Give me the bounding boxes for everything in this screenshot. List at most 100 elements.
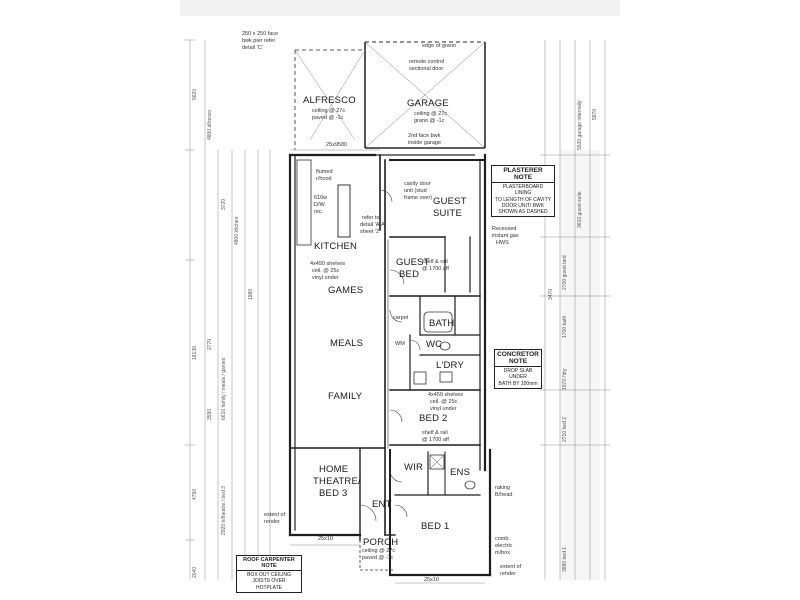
room-garage: GARAGE — [407, 98, 449, 109]
room-ent: ENT — [372, 499, 392, 510]
roof-carpenter-note: ROOF CARPENTER NOTE BOX OUT CEILING JOIS… — [236, 555, 302, 593]
dim-25x10-bottom: 25x10 — [424, 577, 439, 583]
cavity-note-3: frame over) — [404, 195, 433, 201]
room-ens: ENS — [450, 467, 471, 478]
garage-remote-door: remote control — [409, 59, 445, 65]
dim-right-3470: 3470 — [548, 288, 554, 300]
kitchen-dw: D/W — [314, 202, 325, 208]
plasterer-note-title: PLASTERER NOTE — [492, 166, 554, 183]
porch-outline — [359, 540, 395, 571]
dim-left-3590: 3590 — [207, 408, 213, 420]
plasterer-note-line-4: SHOWN AS DASHED — [498, 209, 548, 215]
room-guest-bed-line1: GUEST — [396, 257, 430, 268]
roof-carpenter-note-line-1: BOX OUT CEILING — [247, 572, 291, 578]
bottom-dimension-lines — [290, 149, 485, 584]
dim-right-3880: 3880 bed 1 — [562, 546, 568, 572]
room-guest-suite-line2: SUITE — [433, 208, 462, 219]
dim-left-2770: 2770 — [207, 338, 213, 350]
room-bed2: BED 2 — [419, 413, 448, 424]
room-home-theatre-line2: THEATRE/ — [313, 476, 361, 487]
cavity-note-2: unit (stud — [404, 188, 427, 194]
garage-grano: grano @ -1c — [414, 118, 445, 124]
roof-carpenter-note-line-2: JOISTS OVER HOTPLATE — [252, 578, 286, 591]
recessed-hws-2: instant gas — [492, 233, 519, 239]
dim-25x9580: 25x9580 — [326, 142, 348, 148]
bed2-shelf-rail-2: @ 1700 aff — [422, 437, 449, 443]
scan-band-top — [180, 0, 620, 16]
bed2-shelves-2: ceil. @ 25c — [430, 399, 458, 405]
kitchen-610w: 610w — [314, 195, 328, 201]
raking-note: raking — [495, 485, 510, 491]
room-porch: PORCH — [363, 537, 399, 548]
ens-shower — [429, 454, 445, 470]
room-ldry: L'DRY — [436, 360, 464, 371]
refer-note-1: refer to — [362, 215, 380, 221]
concretor-note-body: DROP SLAB UNDER BATH BY 100mm — [495, 367, 541, 388]
concretor-note-title-1: CONCRETOR — [497, 351, 539, 358]
meter-box-comb: comb. — [495, 536, 510, 542]
scan-band-right — [560, 150, 600, 580]
extent-render-right-2: render — [500, 571, 516, 577]
dim-left-4800-kitchen: 4800 kitchen — [234, 216, 240, 245]
concretor-note: CONCRETOR NOTE DROP SLAB UNDER BATH BY 1… — [494, 349, 542, 389]
kitchen-flumed: flumed — [316, 169, 333, 175]
garage-alfresco-outline — [294, 41, 486, 156]
dim-left-6610-family: 6610 family / meals / games — [221, 357, 227, 420]
concretor-note-title: CONCRETOR NOTE — [495, 350, 541, 367]
pier-note-2: bwk pier refer — [242, 38, 276, 44]
dim-left-5620: 5620 — [192, 88, 198, 100]
kitchen-shelves-2: ceil. @ 25c — [312, 268, 340, 274]
dim-right-3610: 3610 guest suite — [577, 191, 583, 228]
plasterer-note-line-1: PLASTERBOARD LINING — [502, 184, 544, 197]
edge-of-grano: edge of grano — [422, 43, 456, 49]
kitchen-island — [337, 184, 351, 238]
meter-box-electric: electric — [495, 543, 513, 549]
room-family: FAMILY — [328, 391, 363, 402]
guest-shelf-rail-2: @ 1700 aff — [422, 266, 449, 272]
kitchen-shelves-3: vinyl under — [312, 275, 339, 281]
garage-sectional-door: sectional door — [409, 66, 444, 72]
room-home-theatre-line1: HOME — [319, 464, 349, 475]
carpet-note: carpet — [393, 315, 409, 321]
dim-left-1980: 1980 — [248, 288, 254, 300]
porch-paved: paved @ -1c — [362, 555, 394, 561]
garage-ceiling: ceiling @ 27c — [414, 111, 448, 117]
bath-tub — [423, 311, 453, 333]
dim-right-1570: 1570 l'dry — [562, 368, 568, 390]
kitchen-rec: rec. — [314, 209, 324, 215]
bed2-shelf-rail-1: shelf & rail — [422, 430, 448, 436]
bhead-note: B/head — [495, 492, 513, 498]
roof-carpenter-note-title: ROOF CARPENTER NOTE — [237, 556, 301, 571]
pier-note-1: 250 x 250 face — [242, 31, 279, 37]
door-swings — [359, 189, 421, 522]
alfresco-ceiling: ceiling @ 27c — [312, 108, 346, 114]
roof-carpenter-note-body: BOX OUT CEILING JOISTS OVER HOTPLATE — [237, 571, 301, 592]
ens-wc — [464, 480, 476, 490]
recessed-hws-1: Recessed — [492, 226, 517, 232]
plasterer-note-line-2: TO LENGTH OF CAVITY — [495, 196, 551, 203]
dim-right-2700: 2700 guest bed — [562, 255, 568, 290]
plasterer-note: PLASTERER NOTE PLASTERBOARD LINING TO LE… — [491, 165, 555, 218]
laundry-trough — [439, 371, 453, 383]
house-walls — [288, 153, 492, 577]
cavity-note-1: cavity door — [404, 181, 431, 187]
concretor-note-title-2: NOTE — [508, 358, 528, 365]
dim-right-5530: 5530 garage internally — [577, 100, 583, 150]
room-bed1: BED 1 — [421, 521, 450, 532]
meter-box-mbox: m/box — [495, 550, 510, 556]
dim-left-2920-theatre: 2920 h/theatre / bed 3 — [221, 486, 227, 535]
room-alfresco: ALFRESCO — [303, 95, 356, 106]
dim-left-18130: 18130 — [192, 346, 198, 360]
recessed-hws-3: HWS — [496, 240, 509, 246]
kitchen-bench — [296, 159, 312, 246]
concretor-note-line-1: DROP SLAB UNDER — [503, 368, 533, 381]
concretor-note-line-2: BATH BY 100mm — [498, 380, 538, 387]
dim-right-5870: 5870 — [592, 108, 598, 120]
room-meals: MEALS — [330, 338, 364, 349]
ens-shower-cross-2 — [429, 454, 445, 470]
garage-face-bwk: 2nd face bwk — [408, 133, 441, 139]
room-kitchen: KITCHEN — [314, 241, 358, 252]
left-dimension-lines — [185, 39, 271, 580]
room-home-theatre-line3: BED 3 — [319, 488, 348, 499]
